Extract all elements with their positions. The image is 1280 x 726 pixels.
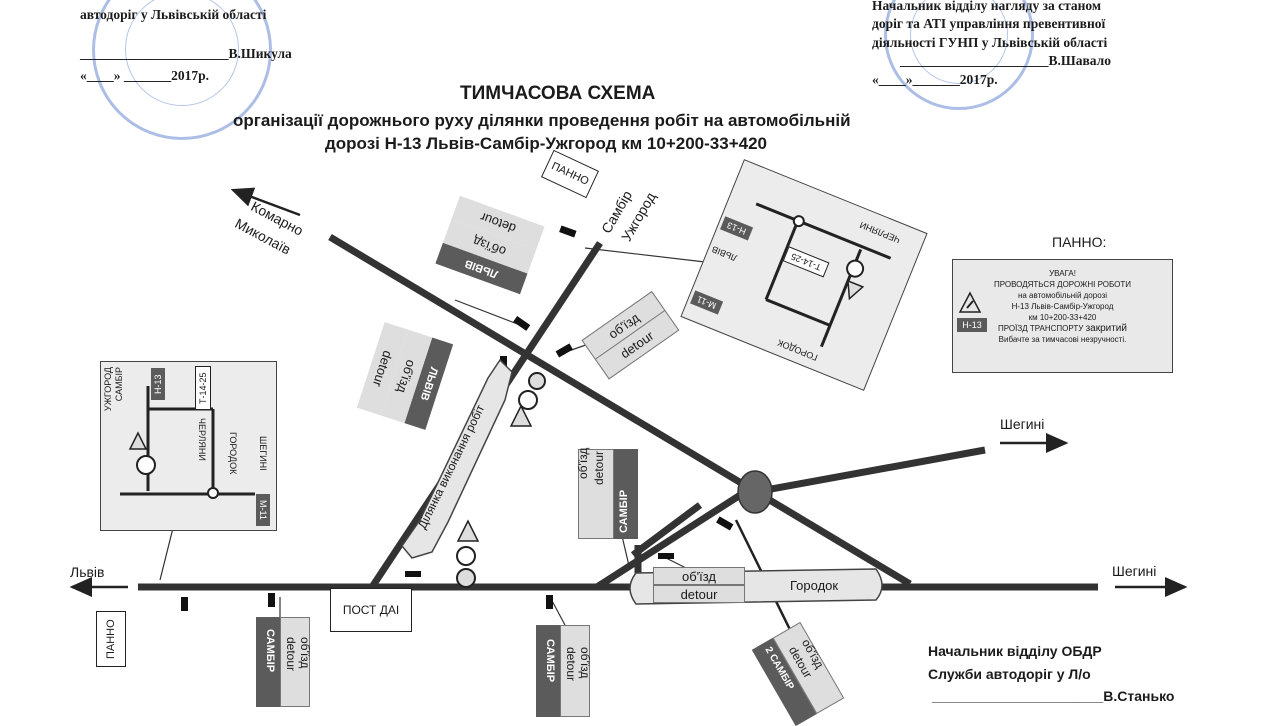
inset-left-shehyni: ШЕГИНІ	[258, 436, 268, 471]
inset-map-right: Н-13 Т-14-25 ЛЬВІВ ЧЕРЛЯНИ ГОРОДОК М-11	[680, 159, 928, 391]
inset-right-roads	[755, 202, 892, 348]
restriction-sign-icon	[456, 568, 476, 588]
approval-right-line3: діяльності ГУНП у Львівській області	[872, 35, 1108, 50]
inset-left-t1425: Т-14-25	[195, 366, 211, 410]
sign-obyizd-label-6: об'їзд	[298, 637, 312, 669]
sign-obyizd-label-4: об'їзд	[576, 447, 590, 479]
sign-obyizd-label-7: об'їзд	[578, 647, 592, 679]
leader-sign-1	[454, 299, 521, 326]
road-komarno-diagonal	[328, 233, 912, 588]
marker-8	[405, 571, 421, 577]
marker-2	[513, 315, 531, 331]
label-horodok-zone: Городок	[790, 578, 839, 593]
footer-signature: ______________________В.Станько	[932, 688, 1175, 704]
approval-left-signature: ______________________В.Шикула	[80, 46, 292, 61]
marker-7	[546, 595, 553, 609]
panno-heading: ПАННО:	[1052, 234, 1107, 250]
panel-line5: км 10+200-33+420	[1028, 313, 1097, 322]
sign-sambir-col	[614, 449, 638, 539]
approval-right-date: «____»_______2017р.	[872, 72, 998, 87]
label-shehyni-bottom: Шегині	[1112, 563, 1157, 579]
panel-line4: Н-13 Львів-Самбір-Ужгород	[1011, 302, 1114, 311]
sign-sambir-label-6: САМБІР	[264, 629, 276, 673]
marker-3	[555, 343, 573, 358]
road-horodok-spur	[630, 502, 703, 558]
inset-left-horodok: ГОРОДОК	[228, 432, 238, 475]
footer-organization: Служби автодоріг у Л/о	[928, 666, 1091, 682]
inset-left-h13: Н-13	[151, 368, 165, 400]
marker-1	[559, 225, 577, 238]
roundabout	[737, 470, 773, 514]
marker-5	[181, 597, 188, 611]
panel-line6-a: ПРОЇЗД ТРАНСПОРТУ	[998, 324, 1086, 333]
label-lviv: Львів	[70, 564, 105, 580]
approval-right-signature: ______________________В.Шавало	[900, 53, 1111, 68]
sign-sambir-label-7: САМБІР	[544, 639, 556, 683]
detour-sign-sambir-bottom-left: об'їзд detour САМБІР	[256, 617, 312, 707]
sign-detour-label-4: detour	[592, 450, 606, 485]
panel-roadwork-icon	[958, 291, 982, 313]
roadwork-sign-icon-2	[509, 404, 533, 427]
approval-right-line1: Начальник відділу нагляду за станом	[872, 0, 1102, 13]
panno-left-box: ПАННО	[96, 611, 126, 667]
road-shehyni	[754, 446, 986, 496]
inset-left-uzhhorod: УЖГОРОД	[103, 367, 113, 412]
scheme-title: ТИМЧАСОВА СХЕМА	[460, 83, 656, 104]
scheme-subtitle-line1: організації дорожнього руху ділянки пров…	[233, 111, 851, 130]
roadwork-sign-icon	[456, 519, 480, 542]
info-panel: УВАГА! ПРОВОДЯТЬСЯ ДОРОЖНІ РОБОТИ на авт…	[952, 259, 1173, 373]
detour-sign-sambir-center: об'їзд detour САМБІР	[576, 447, 638, 539]
approval-left-date: «____» _______2017р.	[80, 68, 210, 83]
panel-line2: ПРОВОДЯТЬСЯ ДОРОЖНІ РОБОТИ	[993, 280, 1132, 289]
approval-right-line2: доріг та АТІ управління превентивної	[872, 16, 1106, 31]
inset-left-roads	[120, 386, 255, 499]
work-zone-area	[401, 358, 513, 559]
sign-detour-label-5: detour	[653, 585, 745, 603]
panel-road-badge: Н-13	[957, 318, 987, 332]
leader-inset-right	[584, 247, 706, 263]
panel-line7: Вибачте за тимчасові незручності.	[998, 335, 1127, 344]
panel-line1: УВАГА!	[1049, 269, 1076, 278]
panel-line3: на автомобільній дорозі	[1017, 291, 1108, 300]
approval-left-org: автодоріг у Львівській області	[80, 7, 267, 22]
inset-map-left	[100, 361, 277, 531]
sign-obyizd-label-5: об'їзд	[653, 567, 745, 585]
label-shehyni-right: Шегині	[1000, 416, 1045, 432]
footer-signature-name: В.Станько	[1103, 688, 1175, 704]
inset-left-cherliany: ЧЕРЛЯНИ	[197, 418, 207, 461]
sign-detour-label-6: detour	[284, 637, 298, 672]
marker-10	[716, 516, 734, 531]
no-entry-sign-icon	[456, 546, 476, 566]
footer-position: Начальник відділу ОБДР	[928, 643, 1102, 659]
sign-obyizd-col	[578, 449, 614, 539]
restriction-sign-icon-2	[528, 372, 546, 390]
post-dai-box: ПОСТ ДАІ	[330, 588, 412, 632]
no-entry-sign-icon-2	[518, 390, 538, 410]
marker-6	[268, 593, 275, 607]
inset-left-m11: М-11	[256, 494, 270, 526]
inset-left-sambir: САМБІР	[114, 367, 124, 402]
approval-left-name: В.Шикула	[228, 46, 292, 61]
road-connector-a	[595, 489, 747, 590]
sign-detour-label-7: detour	[564, 647, 578, 682]
panel-line6-b: закритий	[1085, 323, 1127, 334]
approval-right-name: В.Шавало	[1048, 53, 1111, 68]
marker-9	[658, 553, 674, 559]
panel-line6: ПРОЇЗД ТРАНСПОРТУ закритий	[953, 323, 1172, 334]
sign-sambir-label-4: САМБІР	[618, 489, 630, 533]
official-stamp-left-inner	[125, 0, 239, 106]
scheme-subtitle-line2: дорозі Н-13 Львів-Самбір-Ужгород км 10+2…	[325, 134, 767, 153]
detour-sign-sambir-bottom-center: об'їзд detour САМБІР	[536, 625, 592, 717]
detour-sign-horodok: об'їзд detour	[653, 567, 745, 603]
arrow-komarno	[230, 187, 301, 217]
